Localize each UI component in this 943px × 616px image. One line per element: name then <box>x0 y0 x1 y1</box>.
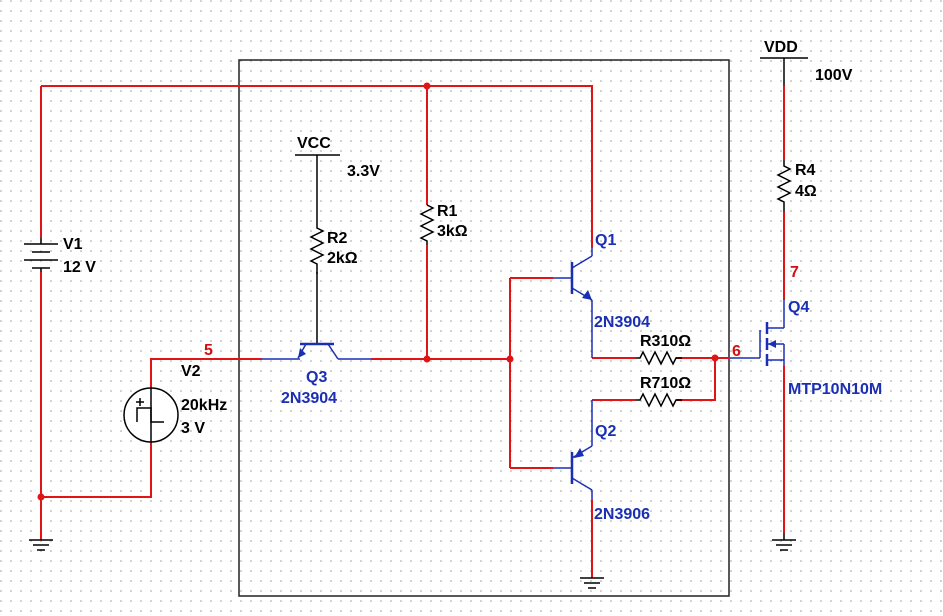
pnp-icon <box>553 400 593 500</box>
v1-name: V1 <box>63 236 83 253</box>
node-6-label: 6 <box>732 343 741 360</box>
junction-dot <box>37 493 45 501</box>
vcc-supply <box>295 154 340 345</box>
resistor-icon <box>636 350 682 366</box>
vcc-value: 3.3V <box>347 163 380 180</box>
square-wave-source-icon <box>123 387 179 443</box>
node-7-label: 7 <box>790 264 799 281</box>
junction-dot <box>423 355 431 363</box>
resistor-icon <box>776 160 792 212</box>
q2-name: Q2 <box>595 423 616 440</box>
q3-model: 2N3904 <box>281 390 337 407</box>
wiring <box>40 85 785 578</box>
v2-name: V2 <box>181 363 201 380</box>
resistor-icon <box>419 204 435 245</box>
r2-value: 2kΩ <box>327 250 358 267</box>
resistor-icon <box>309 222 325 274</box>
npn-icon <box>262 342 371 360</box>
ground-icon <box>580 577 604 589</box>
vdd-supply <box>760 57 808 86</box>
r1-name: R1 <box>437 203 458 220</box>
junction-dot <box>711 354 719 362</box>
r3-label: R310Ω <box>640 333 691 350</box>
dc-source-icon <box>24 238 58 272</box>
vcc-label: VCC <box>297 135 331 152</box>
r1-value: 3kΩ <box>437 223 468 240</box>
ground-icon <box>772 533 796 551</box>
ground-icon <box>29 539 53 551</box>
vdd-value: 100V <box>815 67 853 84</box>
q4-model: MTP10N10M <box>788 381 882 398</box>
resistor-icon <box>636 392 682 408</box>
q3-name: Q3 <box>306 369 327 386</box>
junction-dots <box>37 82 719 501</box>
npn-icon <box>553 248 593 358</box>
r4-name: R4 <box>795 162 816 179</box>
v2-value: 3 V <box>181 420 205 437</box>
vdd-label: VDD <box>764 39 798 56</box>
r7-label: R710Ω <box>640 375 691 392</box>
q4-name: Q4 <box>788 299 809 316</box>
q1-name: Q1 <box>595 232 616 249</box>
q1-model: 2N3904 <box>594 314 650 331</box>
v1-value: 12 V <box>63 259 96 276</box>
r2-name: R2 <box>327 230 348 247</box>
q2-model: 2N3906 <box>594 506 650 523</box>
driver-subcircuit-box <box>238 59 730 597</box>
nmos-icon <box>730 300 785 366</box>
junction-dot <box>423 82 431 90</box>
v2-frequency: 20kHz <box>181 397 227 414</box>
junction-dot <box>506 355 514 363</box>
r4-value: 4Ω <box>795 183 817 200</box>
node-5-label: 5 <box>204 342 213 359</box>
